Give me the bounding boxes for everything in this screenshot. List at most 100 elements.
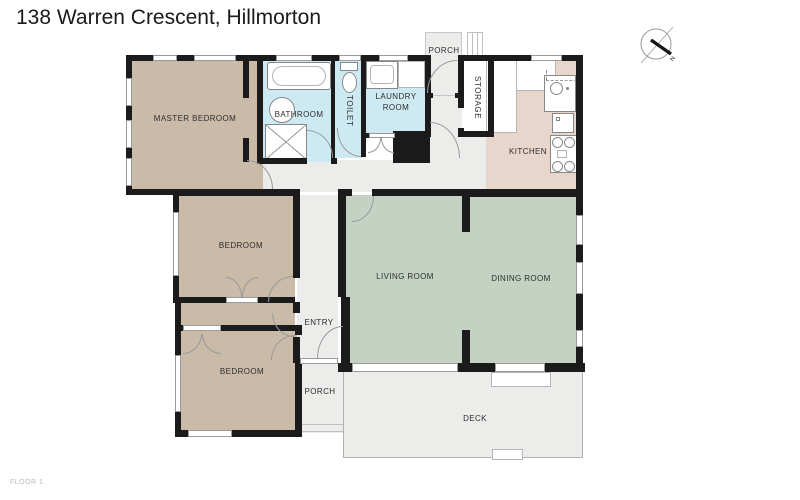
burner — [552, 161, 563, 172]
window — [173, 212, 179, 276]
wall — [361, 55, 379, 61]
window — [126, 158, 132, 186]
wall — [462, 195, 470, 232]
wall — [232, 430, 302, 437]
laundry-counter — [398, 61, 425, 88]
room-label-kitchen: KITCHEN — [509, 147, 547, 156]
wall — [293, 337, 300, 363]
porch-step — [467, 32, 468, 62]
wall — [312, 55, 339, 61]
wall — [126, 189, 177, 195]
wall — [576, 55, 583, 215]
door-sill — [300, 358, 338, 364]
porch-step — [467, 32, 483, 33]
wall — [361, 55, 366, 157]
porch-step — [482, 32, 483, 62]
wall — [338, 189, 346, 297]
wall — [341, 297, 350, 367]
window — [175, 355, 181, 412]
burner — [564, 137, 575, 148]
burner — [552, 137, 563, 148]
room-label-deck: DECK — [463, 414, 487, 423]
stove-center — [557, 150, 567, 158]
kitchen-appliance — [552, 113, 574, 133]
wall — [483, 55, 531, 61]
room-label-dining: DINING ROOM — [491, 274, 551, 283]
toilet-bowl — [342, 72, 357, 93]
wall — [455, 93, 462, 98]
porch-bottom-area — [300, 363, 343, 433]
wall — [458, 363, 495, 372]
wall — [126, 106, 132, 120]
deck-step — [492, 449, 523, 460]
wall — [175, 430, 188, 437]
wall — [221, 325, 295, 331]
wall — [462, 189, 583, 197]
wall — [257, 55, 263, 164]
wall — [177, 297, 226, 303]
room-storage — [464, 61, 488, 131]
wall — [293, 302, 300, 313]
wall — [576, 245, 583, 262]
sliding-door — [495, 363, 545, 372]
room-label-entry: ENTRY — [304, 318, 334, 327]
door-sill — [183, 325, 221, 331]
window — [194, 55, 236, 61]
deck-step — [491, 372, 551, 387]
wall — [562, 55, 583, 61]
wall — [331, 158, 337, 164]
room-label-bedroom-mid: BEDROOM — [218, 241, 264, 250]
wall — [458, 131, 494, 137]
wall — [126, 148, 132, 158]
room-label-laundry: LAUNDRY ROOM — [375, 92, 417, 112]
room-label-bedroom-bottom: BEDROOM — [219, 367, 265, 376]
window — [153, 55, 177, 61]
wall — [236, 55, 276, 61]
wall — [576, 347, 583, 372]
window — [576, 262, 583, 294]
wall — [126, 55, 153, 61]
kitchen-tap — [566, 87, 569, 90]
compass-north-letter: N — [670, 56, 677, 63]
laundry-sink-inner — [370, 65, 394, 84]
room-label-porch-bottom: PORCH — [304, 387, 336, 396]
wall — [295, 360, 302, 437]
window — [379, 55, 408, 61]
wall — [576, 294, 583, 330]
compass-icon: N — [640, 26, 677, 64]
room-master-bedroom — [129, 58, 263, 192]
window — [531, 55, 562, 61]
wall — [293, 189, 300, 278]
wall — [338, 363, 352, 372]
room-label-toilet: TOILET — [345, 95, 354, 127]
bathroom-sink — [269, 97, 295, 123]
door-arc — [381, 138, 394, 153]
wall — [177, 55, 194, 61]
porch-railing — [300, 431, 343, 432]
window — [352, 363, 458, 372]
wall — [177, 325, 183, 331]
hallway — [462, 133, 490, 195]
cabinet-dashed-line — [546, 80, 577, 82]
window — [339, 55, 361, 61]
window — [188, 430, 232, 437]
cabinet-dashed-line — [546, 70, 548, 80]
room-label-storage: STORAGE — [473, 76, 482, 120]
door-sill — [226, 297, 258, 303]
room-dining — [464, 195, 580, 367]
page-title: 138 Warren Crescent, Hillmorton — [16, 6, 321, 29]
wall — [361, 133, 371, 138]
appliance-mark — [556, 117, 560, 121]
wall — [458, 55, 494, 61]
wall — [372, 189, 462, 196]
chimney — [393, 131, 430, 163]
room-label-master-bedroom: MASTER BEDROOM — [153, 114, 237, 123]
wall — [257, 158, 307, 164]
bathtub-inner — [272, 66, 326, 86]
kitchen-sink-bowl — [550, 82, 563, 95]
wall — [173, 196, 179, 212]
wall — [458, 55, 464, 108]
porch-railing — [300, 424, 343, 425]
window — [576, 330, 583, 347]
